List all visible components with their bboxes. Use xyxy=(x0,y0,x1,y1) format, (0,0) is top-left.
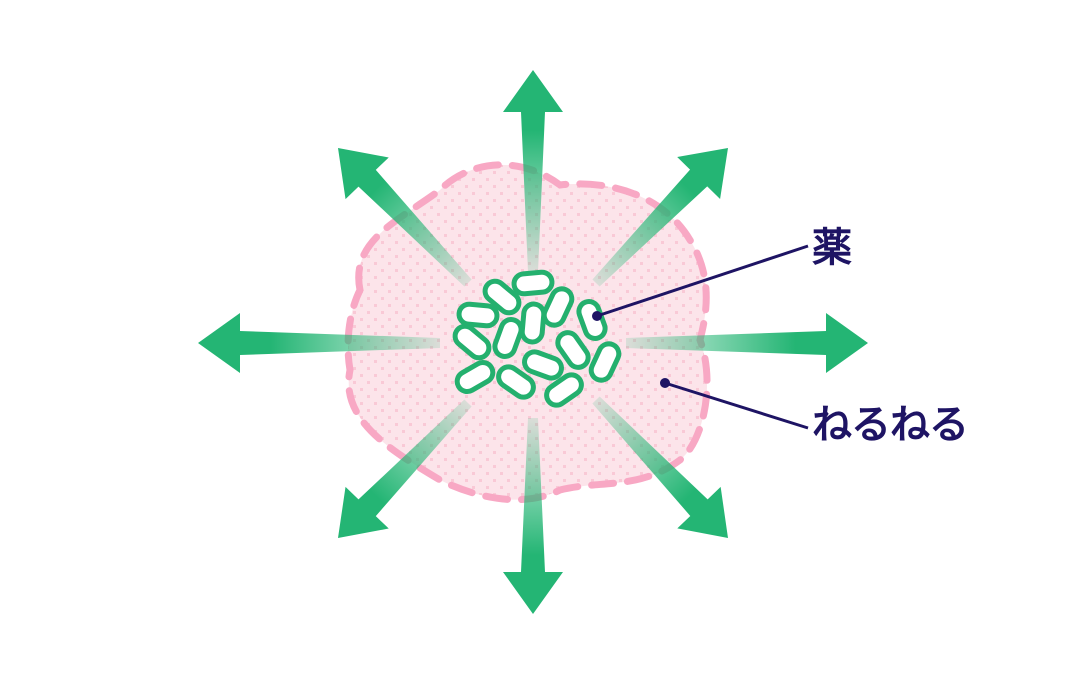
drug-particle xyxy=(482,278,522,316)
drug-particle xyxy=(544,372,584,408)
diffusion-arrow-icon xyxy=(198,313,440,373)
diffusion-arrow-icon xyxy=(337,147,472,287)
drug-particle xyxy=(452,323,492,361)
drug-particle xyxy=(456,301,500,329)
diffusion-arrow-icon xyxy=(503,418,563,614)
drug-label: 薬 xyxy=(812,225,852,271)
diffusion-arrow-icon xyxy=(337,399,472,539)
drug-particle xyxy=(555,330,591,370)
diffusion-arrow-icon xyxy=(626,313,868,373)
leader-line-drug xyxy=(592,244,809,321)
drug-particle xyxy=(588,341,622,383)
diffusion-arrow-icon xyxy=(592,396,729,539)
drug-particle xyxy=(519,301,547,345)
drug-particle xyxy=(496,364,536,400)
drug-particle xyxy=(492,317,524,359)
drug-particle xyxy=(541,286,575,328)
diffusion-arrow-icon xyxy=(503,70,563,272)
leader-line-neruneru xyxy=(660,378,809,430)
diffusion-arrow-icon xyxy=(592,148,728,287)
drug-particle xyxy=(522,349,564,381)
drug-particle xyxy=(511,269,555,297)
neruneru-label: ねるねる xyxy=(812,402,969,448)
drug-particle xyxy=(454,360,496,394)
